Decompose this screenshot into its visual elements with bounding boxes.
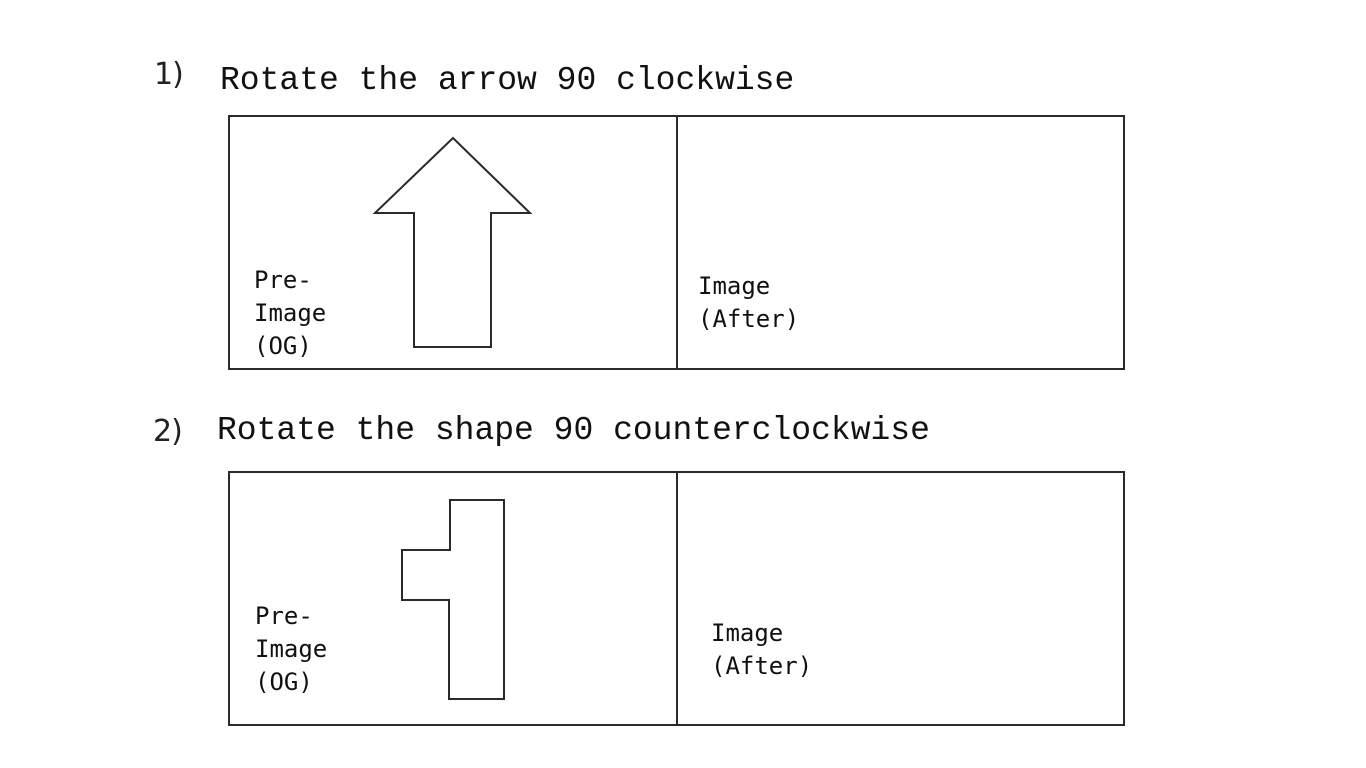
question-2-image-label: Image (After) bbox=[711, 617, 812, 683]
question-2-divider bbox=[676, 473, 678, 724]
pre-image-label-line-2: Image bbox=[255, 635, 328, 663]
pre-image-label-line-3: (OG) bbox=[254, 332, 312, 360]
pre-image-label-line-2: Image bbox=[254, 299, 327, 327]
question-1-pre-image-label: Pre- Image (OG) bbox=[254, 264, 326, 363]
t-shape-outline bbox=[401, 499, 505, 700]
question-1-panel: Pre- Image (OG) Image (After) bbox=[228, 115, 1125, 370]
arrow-outline bbox=[372, 136, 533, 348]
question-2-pre-image-label: Pre- Image (OG) bbox=[255, 600, 327, 699]
image-label-line-2: (After) bbox=[711, 652, 813, 680]
question-1-image-label: Image (After) bbox=[698, 270, 799, 336]
question-2-instruction: Rotate the shape 90 counterclockwise bbox=[217, 412, 930, 449]
question-2-number: 2) bbox=[153, 414, 183, 449]
question-1-instruction: Rotate the arrow 90 clockwise bbox=[220, 62, 795, 99]
up-arrow-icon bbox=[372, 136, 533, 348]
image-label-line-2: (After) bbox=[698, 305, 800, 333]
t-shape-icon bbox=[401, 499, 505, 700]
image-label-line-1: Image bbox=[698, 272, 771, 300]
question-1-divider bbox=[676, 117, 678, 368]
question-2-panel: Pre- Image (OG) Image (After) bbox=[228, 471, 1125, 726]
question-1-number: 1) bbox=[154, 57, 184, 92]
image-label-line-1: Image bbox=[711, 619, 784, 647]
pre-image-label-line-1: Pre- bbox=[255, 602, 313, 630]
pre-image-label-line-3: (OG) bbox=[255, 668, 313, 696]
pre-image-label-line-1: Pre- bbox=[254, 266, 312, 294]
